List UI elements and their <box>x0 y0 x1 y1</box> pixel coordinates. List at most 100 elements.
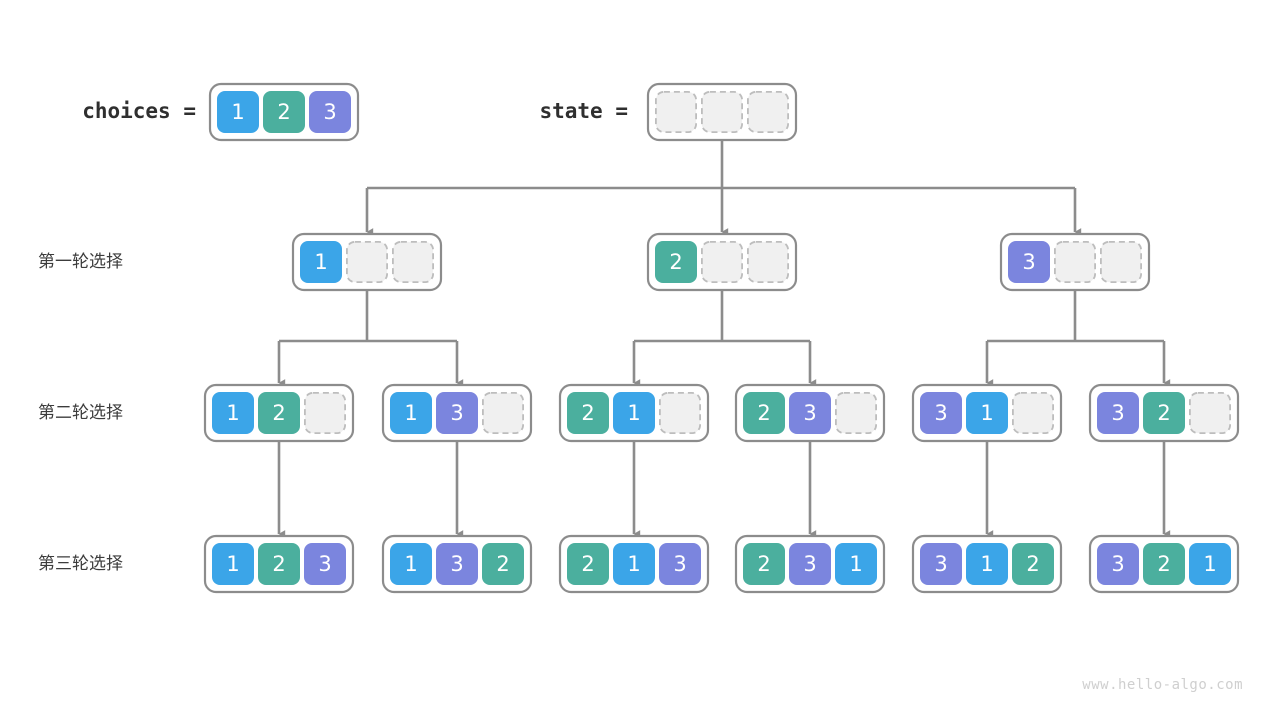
value-cell <box>212 392 254 434</box>
value-cell <box>212 543 254 585</box>
empty-cell <box>659 391 702 434</box>
value-cell <box>300 241 342 283</box>
cell-value: 1 <box>627 401 640 425</box>
cell-value: 1 <box>226 401 239 425</box>
node-n-3: 3 <box>999 232 1151 292</box>
cell-value: 1 <box>980 401 993 425</box>
value-cell <box>1143 543 1185 585</box>
cell-value: 3 <box>934 401 947 425</box>
cell-value: 2 <box>272 552 285 576</box>
cell-value: 3 <box>934 552 947 576</box>
node-n-213: 2 1 3 <box>558 534 710 594</box>
value-cell <box>482 543 524 585</box>
empty-cell <box>835 391 878 434</box>
cell-value: 3 <box>450 401 463 425</box>
choices-box: 1 2 3 <box>208 82 360 142</box>
value-cell <box>436 543 478 585</box>
value-cell <box>966 392 1008 434</box>
value-cell <box>309 91 351 133</box>
value-cell <box>743 392 785 434</box>
cell-value: 2 <box>581 552 594 576</box>
cell-value: 3 <box>1111 401 1124 425</box>
node-n-2: 2 <box>646 232 798 292</box>
cell-value: 1 <box>404 401 417 425</box>
value-cell <box>390 392 432 434</box>
empty-cell <box>345 240 388 283</box>
value-cell <box>258 392 300 434</box>
choices-label: choices = <box>82 99 196 123</box>
value-cell <box>1097 392 1139 434</box>
value-cell <box>1008 241 1050 283</box>
value-cell <box>1143 392 1185 434</box>
cell-value: 3 <box>323 100 336 124</box>
value-cell <box>304 543 346 585</box>
empty-cell <box>1100 240 1143 283</box>
empty-cell <box>1012 391 1055 434</box>
cell-value: 2 <box>757 401 770 425</box>
value-cell <box>436 392 478 434</box>
cell-value: 2 <box>669 250 682 274</box>
row-label-round-2: 第二轮选择 <box>38 403 123 423</box>
cell-value: 3 <box>803 552 816 576</box>
value-cell <box>567 392 609 434</box>
cell-value: 2 <box>757 552 770 576</box>
empty-cell <box>655 91 698 134</box>
node-n-231: 2 3 1 <box>734 534 886 594</box>
node-n-321: 3 2 1 <box>1088 534 1240 594</box>
cell-value: 2 <box>1157 401 1170 425</box>
value-cell <box>1012 543 1054 585</box>
empty-cell <box>701 240 744 283</box>
value-cell <box>835 543 877 585</box>
row-label-round-3: 第三轮选择 <box>38 554 123 574</box>
state-label: state = <box>539 99 628 123</box>
cell-value: 3 <box>450 552 463 576</box>
value-cell <box>1097 543 1139 585</box>
value-cell <box>655 241 697 283</box>
empty-cell <box>481 391 524 434</box>
cell-value: 3 <box>1111 552 1124 576</box>
cell-value: 1 <box>1203 552 1216 576</box>
cell-value: 1 <box>627 552 640 576</box>
empty-cell <box>1054 240 1097 283</box>
cell-value: 2 <box>1157 552 1170 576</box>
value-cell <box>390 543 432 585</box>
value-cell <box>263 91 305 133</box>
empty-cell <box>391 240 434 283</box>
cell-value: 1 <box>314 250 327 274</box>
empty-cell <box>747 240 790 283</box>
connector-links <box>277 140 1171 538</box>
empty-cell <box>701 91 744 134</box>
row-label-round-1: 第一轮选择 <box>38 252 123 272</box>
cell-value: 2 <box>272 401 285 425</box>
cell-value: 1 <box>231 100 244 124</box>
watermark: www.hello-algo.com <box>1082 677 1243 693</box>
text-labels: choices = state = www.hello-algo.com 第一轮… <box>38 99 1243 693</box>
cell-value: 2 <box>496 552 509 576</box>
cell-value: 1 <box>404 552 417 576</box>
value-cell <box>920 392 962 434</box>
node-n-1: 1 <box>291 232 443 292</box>
cell-value: 3 <box>673 552 686 576</box>
value-cell <box>659 543 701 585</box>
empty-cell <box>1189 391 1232 434</box>
value-cell <box>613 543 655 585</box>
cell-value: 2 <box>277 100 290 124</box>
node-n-132: 1 3 2 <box>381 534 533 594</box>
value-cell <box>567 543 609 585</box>
value-cell <box>966 543 1008 585</box>
value-cell <box>789 392 831 434</box>
cell-value: 1 <box>849 552 862 576</box>
value-cell <box>920 543 962 585</box>
value-cell <box>613 392 655 434</box>
empty-cell <box>747 91 790 134</box>
cell-value: 1 <box>980 552 993 576</box>
